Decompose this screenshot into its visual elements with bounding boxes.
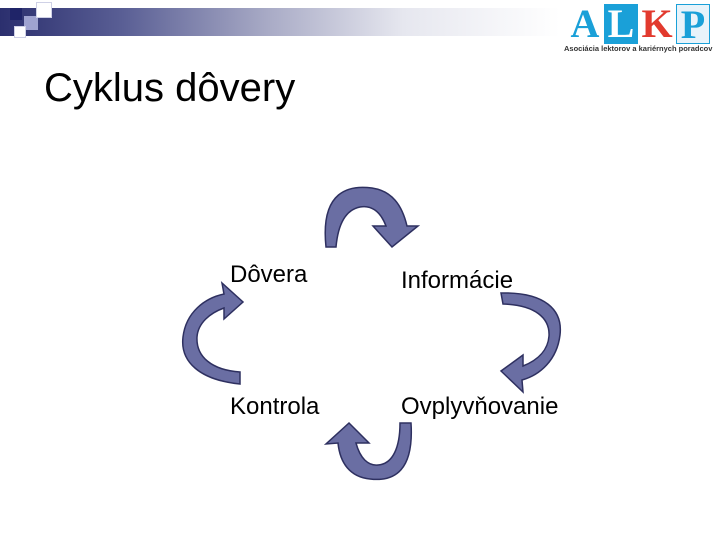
decor-square: [36, 2, 52, 18]
alkp-logo: A L K P Asociácia lektorov a kariérnych …: [560, 0, 720, 58]
slide-title: Cyklus dôvery: [44, 66, 296, 110]
node-dovera: Dôvera: [230, 261, 308, 288]
logo-caption: Asociácia lektorov a kariérnych poradcov: [564, 44, 713, 53]
node-kontrola: Kontrola: [230, 393, 320, 420]
arrow-left: [182, 280, 245, 385]
decor-square: [14, 26, 26, 38]
node-ovplyvnovanie: Ovplyvňovanie: [401, 393, 559, 420]
decor-square: [10, 8, 22, 20]
decor-square: [24, 16, 38, 30]
logo-letter-l: L: [604, 4, 638, 44]
node-informacie: Informácie: [401, 267, 514, 294]
arrow-top: [324, 186, 421, 249]
logo-letter-k: K: [640, 1, 674, 46]
header-gradient-band: [0, 8, 560, 36]
logo-letter-p: P: [676, 4, 710, 45]
arrow-right: [499, 292, 562, 394]
arrow-bottom: [323, 421, 413, 481]
logo-letter-a: A: [568, 4, 602, 44]
